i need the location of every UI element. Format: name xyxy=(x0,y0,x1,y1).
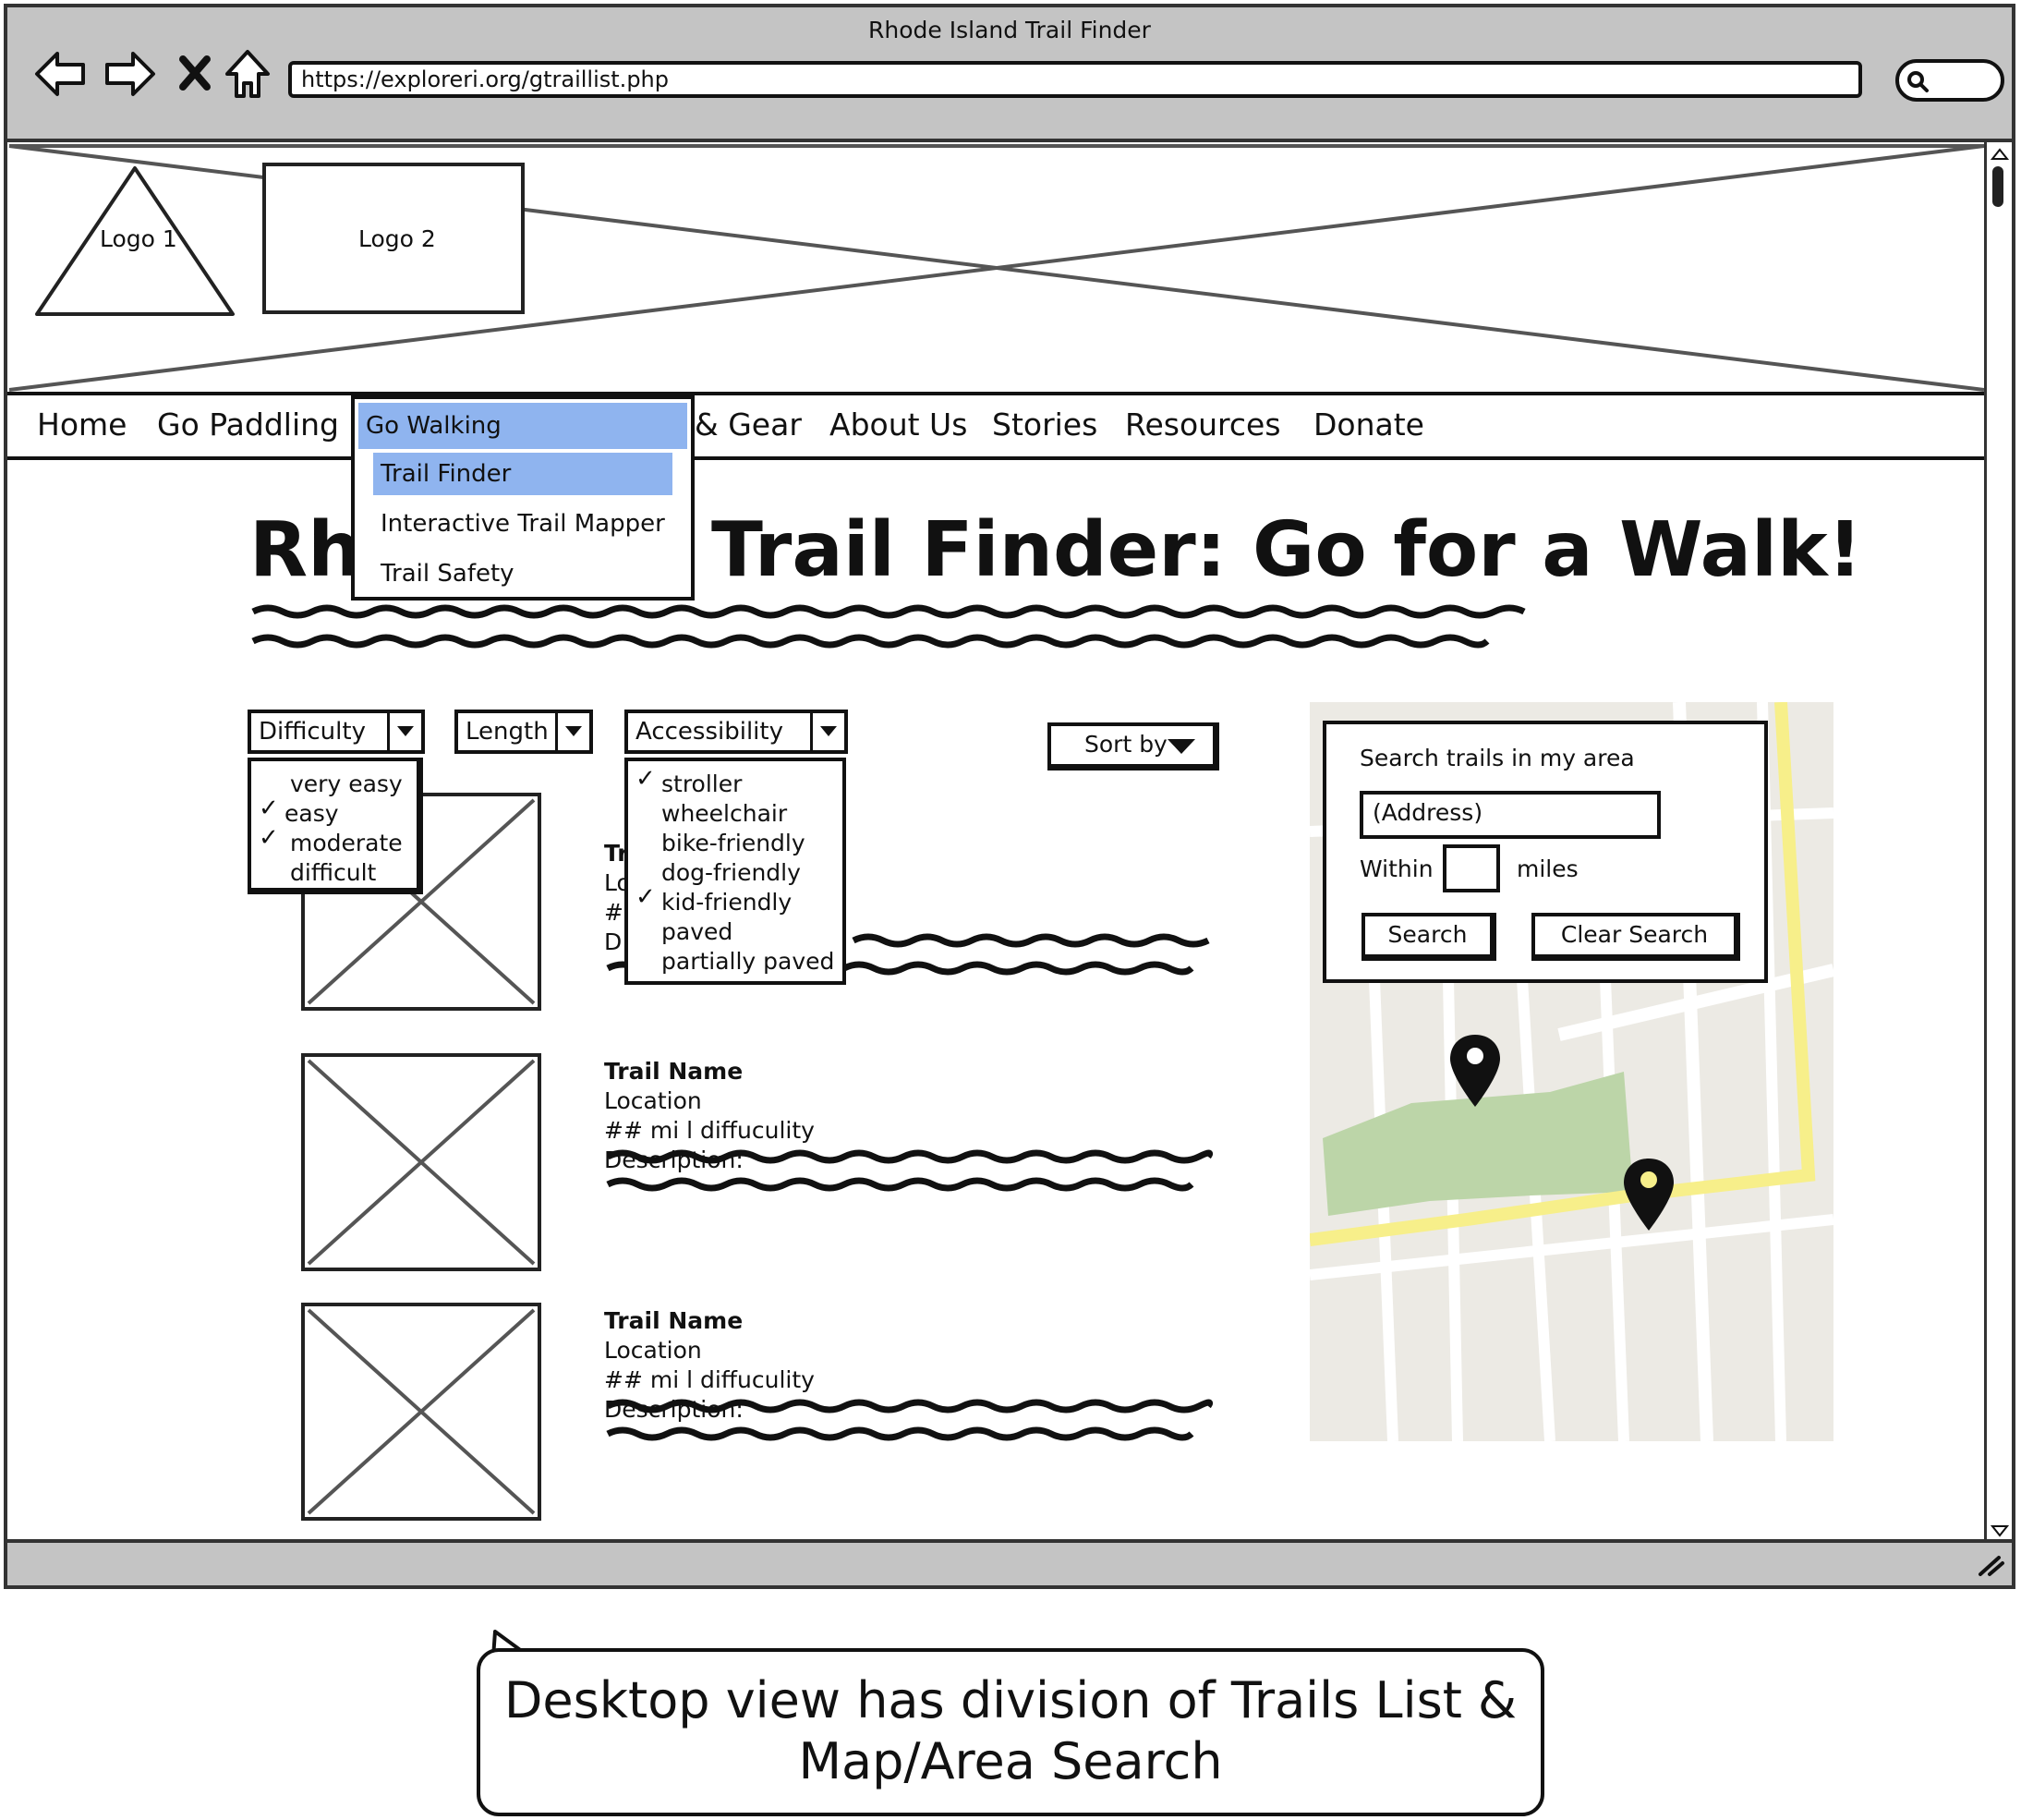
park-area xyxy=(1323,1072,1633,1216)
sort-by-label: Sort by xyxy=(1084,731,1168,758)
map-pin-icon[interactable] xyxy=(1622,1157,1676,1232)
length-filter-label: Length xyxy=(466,718,549,746)
accessibility-option-kid-friendly[interactable]: kid-friendly xyxy=(661,889,793,916)
search-button[interactable]: Search xyxy=(1361,913,1496,961)
clear-search-button[interactable]: Clear Search xyxy=(1531,913,1740,961)
within-label: Within xyxy=(1360,855,1434,882)
sort-by-button[interactable]: Sort by xyxy=(1047,722,1219,770)
trail-3-image xyxy=(301,1303,541,1521)
difficulty-options: very easy ✓ easy ✓ moderate difficult xyxy=(248,758,423,894)
trail-2-image xyxy=(301,1053,541,1271)
trail-3-name[interactable]: Trail Name xyxy=(604,1307,744,1334)
dropdown-item-trail-finder[interactable]: Trail Finder xyxy=(373,453,672,495)
accessibility-option-wheelchair[interactable]: wheelchair xyxy=(661,800,788,827)
difficulty-option-very-easy[interactable]: very easy xyxy=(290,770,403,797)
length-filter[interactable]: Length xyxy=(454,710,593,754)
logo-1-label: Logo 1 xyxy=(100,225,177,252)
callout-line-2: Map/Area Search xyxy=(798,1732,1223,1790)
trail-3-description-placeholder xyxy=(606,1399,1213,1441)
difficulty-filter-label: Difficulty xyxy=(259,718,366,746)
nav-about-us[interactable]: About Us xyxy=(829,406,968,443)
callout-text: Desktop view has division of Trails List… xyxy=(480,1670,1541,1792)
back-arrow-icon[interactable] xyxy=(33,50,87,98)
trail-2-description-placeholder xyxy=(606,1149,1213,1192)
chevron-down-icon[interactable] xyxy=(810,713,844,750)
dropdown-item-interactive-trail-mapper[interactable]: Interactive Trail Mapper xyxy=(381,510,665,538)
intro-text-placeholder xyxy=(251,604,1526,649)
nav-resources[interactable]: Resources xyxy=(1125,406,1281,443)
dropdown-item-trail-safety[interactable]: Trail Safety xyxy=(381,560,514,588)
miles-label: miles xyxy=(1517,855,1579,882)
scrollbar-thumb[interactable] xyxy=(1992,166,2003,207)
difficulty-filter[interactable]: Difficulty xyxy=(248,710,425,754)
resize-grip-icon[interactable] xyxy=(1977,1554,2004,1576)
accessibility-option-dog-friendly[interactable]: dog-friendly xyxy=(661,859,801,886)
nav-go-walking[interactable]: Go Walking xyxy=(358,403,687,449)
accessibility-option-stroller[interactable]: stroller xyxy=(661,770,743,797)
callout-line-1: Desktop view has division of Trails List… xyxy=(503,1671,1518,1729)
check-icon: ✓ xyxy=(259,795,279,822)
trail-2-location: Location xyxy=(604,1087,702,1114)
page-title: Trail Finder: Go for a Walk! xyxy=(711,506,1863,594)
vertical-scrollbar[interactable] xyxy=(1984,142,2012,1547)
trail-3-location: Location xyxy=(604,1337,702,1364)
search-icon xyxy=(1907,71,1929,92)
trail-1-meta: # xyxy=(604,899,623,926)
scroll-up-arrow-icon[interactable] xyxy=(1990,146,2010,161)
trail-3-meta: ## mi l diffuculity xyxy=(604,1366,815,1393)
close-icon[interactable] xyxy=(179,55,211,91)
accessibility-option-paved[interactable]: paved xyxy=(661,918,733,945)
main-nav: Home Go Paddling & Gear About Us Stories… xyxy=(7,392,1988,460)
nav-go-paddling[interactable]: Go Paddling xyxy=(157,406,339,443)
miles-input[interactable] xyxy=(1443,844,1500,892)
address-input[interactable]: (Address) xyxy=(1360,791,1661,839)
window-title: Rhode Island Trail Finder xyxy=(868,17,1151,43)
difficulty-option-moderate[interactable]: moderate xyxy=(290,830,403,856)
trail-1-description: D xyxy=(604,928,623,955)
trail-2-meta: ## mi l diffuculity xyxy=(604,1117,815,1144)
area-search-panel: Search trails in my area (Address) Withi… xyxy=(1323,721,1768,983)
difficulty-option-difficult[interactable]: difficult xyxy=(290,859,377,886)
annotation-callout: Desktop view has division of Trails List… xyxy=(477,1648,1544,1816)
browser-window: Rhode Island Trail Finder https://explor… xyxy=(4,4,2015,1589)
url-bar[interactable]: https://exploreri.org/gtraillist.php xyxy=(288,61,1862,98)
browser-chrome: Rhode Island Trail Finder https://explor… xyxy=(7,7,2012,142)
scroll-down-arrow-icon[interactable] xyxy=(1990,1524,2010,1539)
accessibility-filter-label: Accessibility xyxy=(635,718,783,746)
chevron-down-icon[interactable] xyxy=(555,713,589,750)
home-icon[interactable] xyxy=(224,48,272,100)
area-search-heading: Search trails in my area xyxy=(1360,745,1635,771)
chevron-down-icon[interactable] xyxy=(387,713,421,750)
nav-donate[interactable]: Donate xyxy=(1313,406,1424,443)
caret-down-icon xyxy=(1168,739,1195,754)
logo-2-label: Logo 2 xyxy=(358,225,436,252)
nav-stories[interactable]: Stories xyxy=(992,406,1098,443)
page-title-left: Rh xyxy=(249,506,362,594)
accessibility-filter[interactable]: Accessibility xyxy=(624,710,848,754)
accessibility-options: ✓ stroller wheelchair bike-friendly dog-… xyxy=(624,758,846,985)
check-icon: ✓ xyxy=(259,824,279,852)
forward-arrow-icon[interactable] xyxy=(103,50,157,98)
status-bar xyxy=(7,1539,2012,1585)
nav-home[interactable]: Home xyxy=(37,406,127,443)
image-placeholder-icon xyxy=(307,1308,536,1515)
nav-gear[interactable]: & Gear xyxy=(695,406,802,443)
go-walking-dropdown: Go Walking Trail Finder Interactive Trai… xyxy=(351,395,695,601)
trail-2-name[interactable]: Trail Name xyxy=(604,1058,744,1085)
logo-2-box xyxy=(262,163,525,314)
accessibility-option-bike-friendly[interactable]: bike-friendly xyxy=(661,830,805,856)
difficulty-option-easy[interactable]: easy xyxy=(284,800,339,827)
accessibility-option-partially-paved[interactable]: partially paved xyxy=(661,948,835,975)
check-icon: ✓ xyxy=(635,883,656,911)
image-placeholder-icon xyxy=(307,1059,536,1266)
check-icon: ✓ xyxy=(635,765,656,793)
logo-1-triangle xyxy=(35,166,235,316)
map-pin-icon[interactable] xyxy=(1448,1033,1502,1109)
browser-search-field[interactable] xyxy=(1895,59,2004,102)
